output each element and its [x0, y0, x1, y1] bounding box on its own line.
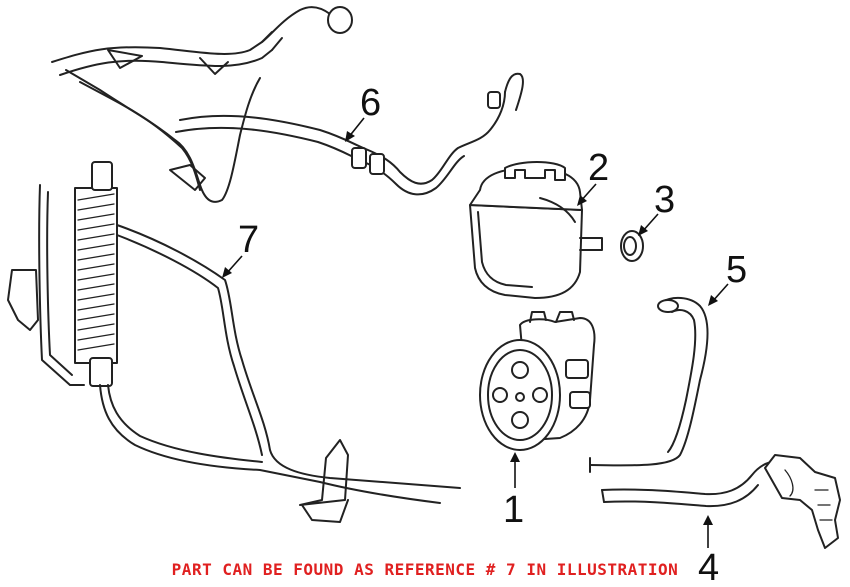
pressure-hose-part-6	[51, 6, 524, 203]
return-hose-part-5	[589, 296, 709, 473]
seal-part-3	[620, 230, 644, 262]
callout-label-5: 5	[726, 249, 747, 291]
callout-6: 6	[345, 82, 381, 142]
pump-part-1	[479, 311, 596, 451]
callout-7: 7	[222, 219, 259, 278]
callout-4: 4	[698, 515, 719, 587]
reference-banner: PART CAN BE FOUND AS REFERENCE # 7 IN IL…	[171, 560, 679, 579]
callout-label-2: 2	[588, 147, 609, 189]
callout-label-7: 7	[238, 219, 259, 261]
callout-label-3: 3	[654, 179, 675, 221]
supply-hose-part-4	[601, 454, 841, 549]
cooler-assembly-part-7	[7, 161, 461, 523]
callout-label-4: 4	[698, 547, 719, 587]
callout-1: 1	[503, 452, 524, 531]
callout-label-6: 6	[360, 82, 381, 124]
callout-3: 3	[638, 179, 675, 236]
callout-label-1: 1	[503, 489, 524, 531]
callout-2: 2	[577, 147, 609, 206]
reservoir-part-2	[469, 161, 603, 299]
callout-5: 5	[708, 249, 747, 306]
